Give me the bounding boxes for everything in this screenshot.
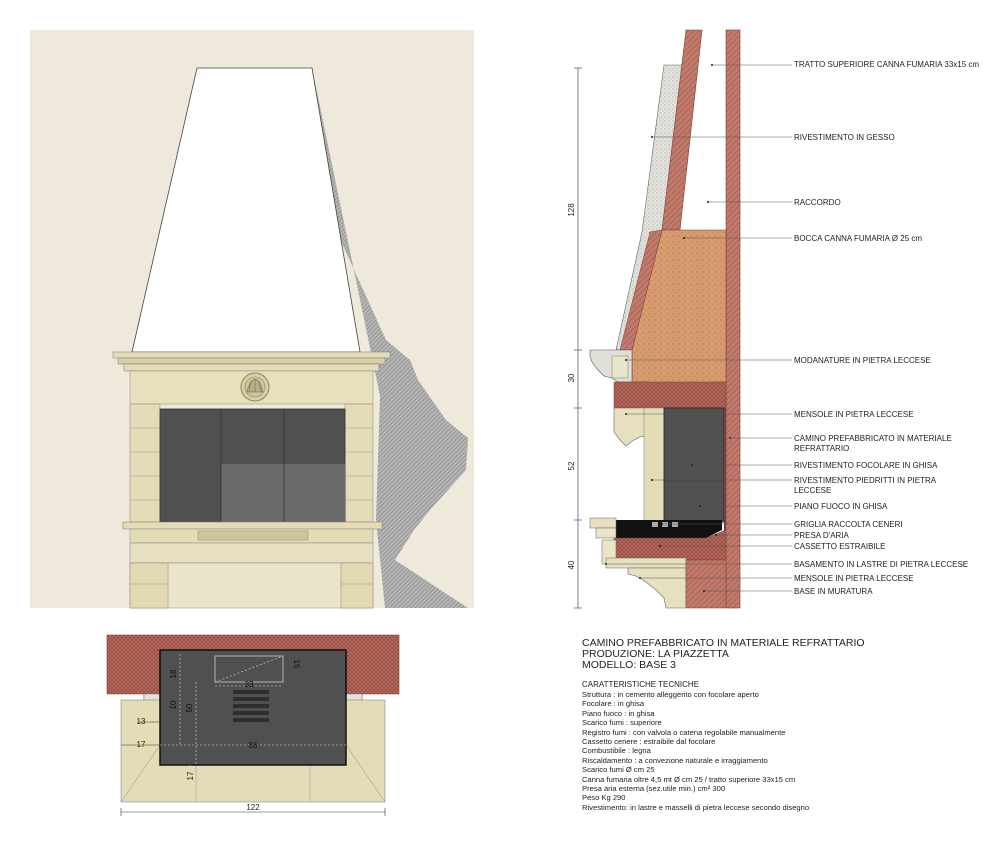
plan-dim-10: 10 (169, 700, 178, 709)
spec-row: Focolare : in ghisa (582, 699, 645, 709)
label-base-muratura: BASE IN MURATURA (794, 587, 873, 596)
spec-row: Struttura : in cemento alleggerito con f… (582, 690, 759, 699)
base-lower (129, 562, 374, 609)
technical-specs: CAMINO PREFABBRICATO IN MATERIALE REFRAT… (582, 638, 982, 812)
spec-row: Canna fumaria oltre 4,5 mt Ø cm 25 / tra… (582, 774, 796, 784)
plan-ash-grate (233, 690, 269, 722)
label-cassetto: CASSETTO ESTRAIBILE (794, 542, 885, 551)
plan-dim-86: 86 (249, 741, 258, 750)
label-tratto-superiore: TRATTO SUPERIORE CANNA FUMARIA 33x15 cm (794, 60, 979, 69)
spec-row: Rivestimento: in lastre e masselli di pi… (582, 802, 810, 812)
dim-40: 40 (567, 560, 576, 569)
label-piano-fuoco: PIANO FUOCO IN GHISA (794, 502, 888, 511)
hearth-shelf (122, 521, 383, 530)
spec-row: Cassetto cenere : estraibile dal focolar… (582, 737, 716, 747)
cornice-top (112, 351, 391, 359)
label-raccordo: RACCORDO (794, 198, 841, 207)
label-rivestimento-piedritti: RIVESTIMENTO PIEDRITTI IN PIETRA (794, 476, 937, 485)
label-rivestimento-gesso: RIVESTIMENTO IN GESSO (794, 133, 895, 142)
label-mensole-upper: MENSOLE IN PIETRA LECCESE (794, 410, 914, 419)
label-camino-prefabbricato: CAMINO PREFABBRICATO IN MATERIALE (794, 434, 952, 443)
plan-flue-outlet (214, 655, 284, 683)
label-leccese: LECCESE (794, 486, 831, 495)
spec-row: Presa aria esterna (sez.utile min.) cm² … (582, 784, 726, 794)
ash-slot (197, 530, 309, 541)
cast-shadow (312, 68, 468, 608)
spec-row: Riscaldamento : a convezione naturale e … (582, 755, 768, 765)
plan-dim-15: 15 (292, 660, 301, 669)
plan-dim-17-bottom: 17 (186, 771, 195, 780)
plan-dim-13: 13 (137, 717, 146, 726)
spec-row: Piano fuoco : in ghisa (582, 708, 655, 718)
label-mensole-lower: MENSOLE IN PIETRA LECCESE (794, 574, 914, 583)
label-griglia: GRIGLIA RACCOLTA CENERI (794, 520, 903, 529)
rear-wall-brick (725, 29, 741, 609)
label-bocca-canna: BOCCA CANNA FUMARIA Ø 25 cm (794, 234, 922, 243)
label-modanature: MODANATURE IN PIETRA LECCESE (794, 356, 931, 365)
lintel-crosshatch (613, 381, 727, 409)
dim-52: 52 (567, 461, 576, 470)
cornice-mid (117, 357, 386, 365)
plan-view: 18 33 15 10 50 13 17 86 17 122 (106, 634, 400, 816)
specs-heading: CARATTERISTICHE TECNICHE (582, 680, 700, 689)
dim-30: 30 (567, 373, 576, 382)
corbel-lower (627, 567, 687, 609)
label-rivestimento-focolare: RIVESTIMENTO FOCOLARE IN GHISA (794, 461, 938, 470)
base-pier-left (129, 562, 169, 609)
spec-row: Scarico fumi Ø cm 25 (582, 765, 655, 775)
firebox-floor (221, 464, 345, 522)
title-line-1: CAMINO PREFABBRICATO IN MATERIALE REFRAT… (582, 637, 865, 649)
spec-row: Combustibile : legna (582, 746, 651, 756)
plan-dim-122: 122 (246, 803, 260, 812)
hearth-shelf-stone (589, 517, 617, 529)
plan-dim-33: 33 (245, 680, 254, 689)
section-view: 128 30 52 40 (567, 29, 979, 609)
cornice-low (123, 363, 380, 372)
label-basamento: BASAMENTO IN LASTRE DI PIETRA LECCESE (794, 560, 968, 569)
dim-128: 128 (567, 203, 576, 217)
shell-ornament (240, 372, 270, 402)
front-elevation (30, 30, 474, 609)
label-presa-aria: PRESA D'ARIA (794, 531, 850, 540)
spec-row: Registro fumi : con valvola o catena reg… (582, 727, 786, 737)
masonry-base (685, 559, 727, 609)
plan-dim-17-left: 17 (137, 740, 146, 749)
label-refrattario: REFRATTARIO (794, 444, 849, 453)
spec-row: Peso Kg 290 (582, 793, 626, 803)
title-line-3: MODELLO: BASE 3 (582, 659, 676, 671)
base-pier-right (340, 562, 374, 609)
plan-dim-18: 18 (169, 669, 178, 678)
jamb-cladding (643, 407, 665, 523)
title-line-2: PRODUZIONE: LA PIAZZETTA (582, 648, 729, 660)
hearth-steel-plate (614, 520, 722, 538)
jamb-right (344, 403, 374, 523)
spec-row: Scarico fumi : superiore (582, 718, 662, 728)
base-block (129, 542, 374, 564)
jamb-left (129, 403, 161, 523)
plan-dim-50: 50 (185, 703, 194, 712)
